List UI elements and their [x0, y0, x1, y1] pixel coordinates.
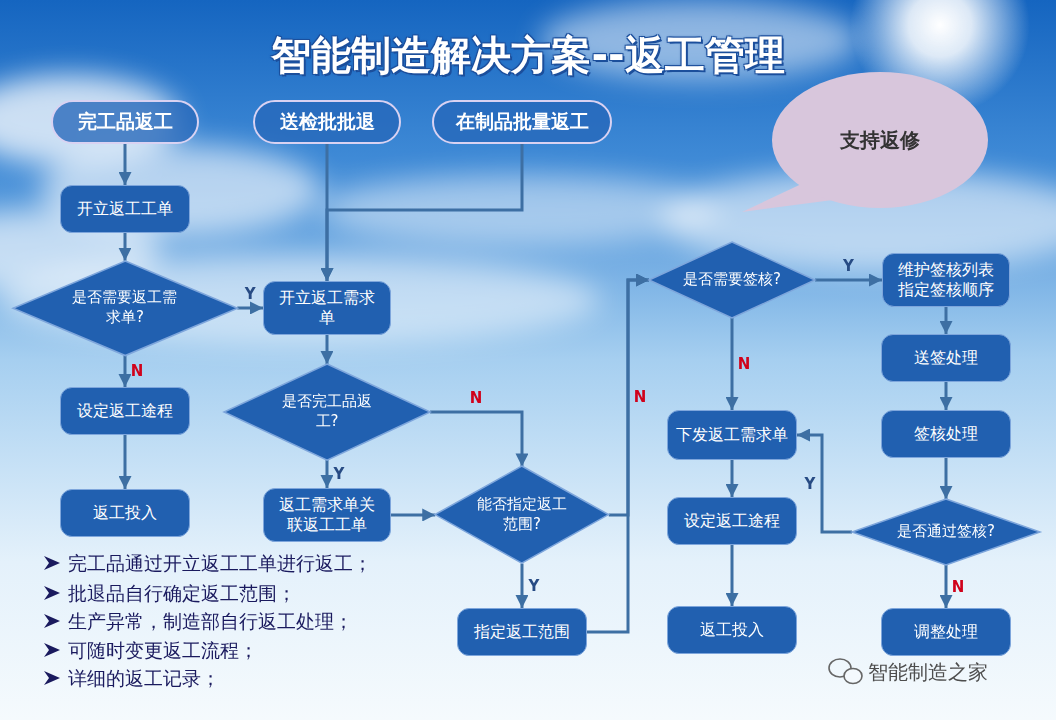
bullet-note: 完工品通过开立返工工单进行返工；: [68, 551, 372, 575]
node-text: 调整处理: [914, 622, 978, 642]
diagram-title: 智能制造解决方案--返工管理: [0, 31, 1056, 79]
icon-bubble: [844, 669, 862, 684]
node-text: 开立返工工单: [77, 199, 173, 219]
bullet-arrow: [44, 586, 60, 600]
process-box: 维护签核列表 指定签核顺序: [882, 253, 1010, 307]
flow-arrow: [325, 460, 328, 488]
wechat-icon: [829, 659, 862, 684]
node-text: 是否通过签核?: [897, 522, 995, 542]
process-box: 返工投入: [667, 606, 797, 654]
flow-arrow: [815, 279, 882, 282]
flow-arrow: [123, 233, 126, 261]
flow-arrow: [327, 144, 522, 281]
diamond-shape: [435, 466, 609, 563]
flow-arrow: [797, 435, 852, 532]
process-box: 返工需求单关联返工工单: [263, 488, 391, 542]
flow-arrow: [731, 460, 734, 497]
node-text: 指定返工范围: [474, 622, 570, 642]
branch-label: Y: [245, 285, 256, 303]
branch-label: Y: [334, 465, 345, 483]
process-box: 送签处理: [881, 334, 1011, 382]
flow-arrow: [325, 335, 328, 364]
branch-label: N: [738, 355, 751, 373]
node-text: 设定返工途程: [684, 511, 780, 531]
watermark: 智能制造之家: [868, 660, 988, 684]
flow-arrow: [391, 513, 435, 516]
decision-diamond: 是否通过签核?: [852, 499, 1040, 565]
node-text: 设定返工途程: [77, 401, 173, 421]
start-terminal: 完工品返工: [51, 100, 199, 144]
bullet-note: 批退品自行确定返工范围；: [68, 581, 296, 605]
flow-arrow: [945, 458, 948, 499]
branch-label: N: [470, 389, 483, 407]
node-text: 返工投入: [93, 503, 157, 523]
start-terminal: 送检批批退: [253, 100, 401, 144]
flow-arrow: [587, 280, 649, 632]
flow-arrow: [945, 382, 948, 410]
speech-bubble: 支持返修: [770, 70, 990, 210]
node-text: 开立返工需求单: [272, 288, 382, 328]
process-box: 设定返工途程: [667, 497, 797, 545]
node-text: 送签处理: [914, 348, 978, 368]
node-text: 下发返工需求单: [676, 425, 788, 445]
branch-label: Y: [805, 475, 816, 493]
bullets: [44, 556, 60, 685]
flow-arrow: [123, 355, 126, 387]
node-text: 是否需要返工需求单?: [68, 288, 182, 327]
bullet-arrow: [44, 671, 60, 685]
bullet-note: 生产异常，制造部自行返工处理；: [68, 609, 353, 633]
branch-label: N: [634, 388, 647, 406]
node-text: 是否完工品返工?: [274, 392, 380, 431]
branch-label: N: [131, 362, 144, 380]
decision-diamond: 能否指定返工范围?: [435, 466, 609, 563]
diamond-shape: [13, 261, 238, 356]
flow-arrow: [124, 435, 127, 489]
flow-arrow: [945, 307, 948, 334]
node-text: 签核处理: [914, 424, 978, 444]
node-text: 返工需求单关联返工工单: [272, 495, 382, 535]
flow-arrow: [430, 412, 522, 466]
flow-arrow: [945, 565, 948, 608]
node-text: 支持返修: [840, 127, 920, 154]
branch-label: N: [952, 578, 965, 596]
node-text: 完工品返工: [78, 109, 173, 135]
node-text: 维护签核列表 指定签核顺序: [894, 260, 998, 300]
decision-diamond: 是否需要返工需求单?: [13, 261, 238, 356]
flow-arrow: [731, 318, 734, 410]
flow-arrow: [237, 306, 263, 309]
bullet-note: 可随时变更返工流程；: [68, 638, 258, 662]
start-terminal: 在制品批量返工: [432, 100, 612, 144]
process-box: 开立返工工单: [60, 185, 190, 233]
process-box: 签核处理: [881, 410, 1011, 458]
bullet-arrow: [44, 643, 60, 657]
cloud: [40, 145, 320, 235]
bubble-body: [772, 72, 988, 208]
node-text: 送检批批退: [280, 109, 375, 135]
node-text: 能否指定返工范围?: [477, 495, 567, 534]
process-box: 调整处理: [881, 608, 1011, 656]
decision-diamond: 是否需要签核?: [649, 242, 815, 318]
process-box: 指定返工范围: [457, 608, 587, 656]
diamond-shape: [852, 499, 1040, 565]
flow-arrow: [731, 545, 734, 606]
node-text: 是否需要签核?: [683, 270, 781, 290]
bullet-arrow: [44, 556, 60, 570]
node-text: 返工投入: [700, 620, 764, 640]
node-text: 在制品批量返工: [456, 109, 589, 135]
process-box: 下发返工需求单: [667, 410, 797, 460]
bullet-arrow: [44, 614, 60, 628]
process-box: 返工投入: [60, 489, 190, 537]
branch-label: Y: [843, 257, 854, 275]
process-box: 设定返工途程: [60, 387, 190, 435]
diamond-shape: [649, 242, 815, 318]
diamond-shape: [224, 364, 430, 460]
flow-arrow: [520, 564, 523, 608]
flow-arrow: [124, 144, 127, 185]
process-box: 开立返工需求单: [263, 281, 391, 335]
bullet-note: 详细的返工记录；: [68, 666, 220, 690]
decision-diamond: 是否完工品返工?: [224, 364, 430, 460]
branch-label: Y: [529, 577, 540, 595]
